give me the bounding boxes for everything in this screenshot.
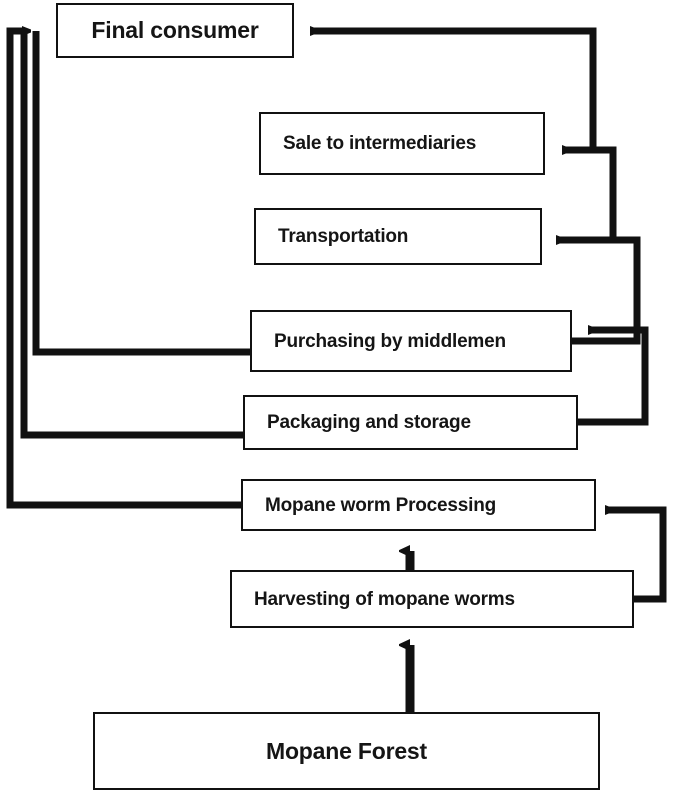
node-mopane-worm-processing[interactable]: Mopane worm Processing	[241, 479, 596, 531]
node-label-sale-to-intermediaries: Sale to intermediaries	[283, 133, 477, 154]
edge-harvesting-to-processing-right	[605, 510, 667, 603]
node-purchasing-by-middlemen[interactable]: Purchasing by middlemen	[250, 310, 572, 372]
node-label-transportation: Transportation	[278, 226, 409, 247]
node-label-mopane-worm-processing: Mopane worm Processing	[265, 494, 497, 516]
edge-purchasing-to-final-consumer	[32, 31, 250, 356]
edge-sale-to-final-consumer	[310, 31, 597, 150]
node-final-consumer[interactable]: Final consumer	[56, 3, 294, 58]
node-mopane-forest[interactable]: Mopane Forest	[93, 712, 600, 790]
node-label-packaging-and-storage: Packaging and storage	[267, 412, 471, 433]
node-sale-to-intermediaries[interactable]: Sale to intermediaries	[259, 112, 545, 175]
edge-processing-to-final-consumer	[6, 31, 241, 509]
node-packaging-and-storage[interactable]: Packaging and storage	[243, 395, 578, 450]
edge-purchasing-to-transportation	[556, 240, 641, 345]
node-label-mopane-forest: Mopane Forest	[266, 737, 427, 764]
node-label-purchasing-by-middlemen: Purchasing by middlemen	[274, 330, 506, 352]
node-transportation[interactable]: Transportation	[254, 208, 542, 265]
node-label-harvesting-of-mopane-worms: Harvesting of mopane worms	[254, 588, 515, 610]
edge-packaging-to-purchasing	[578, 330, 649, 426]
node-harvesting-of-mopane-worms[interactable]: Harvesting of mopane worms	[230, 570, 634, 628]
edge-transportation-to-sale	[562, 150, 617, 240]
edge-packaging-to-final-consumer	[20, 31, 243, 439]
node-label-final-consumer: Final consumer	[91, 17, 259, 43]
